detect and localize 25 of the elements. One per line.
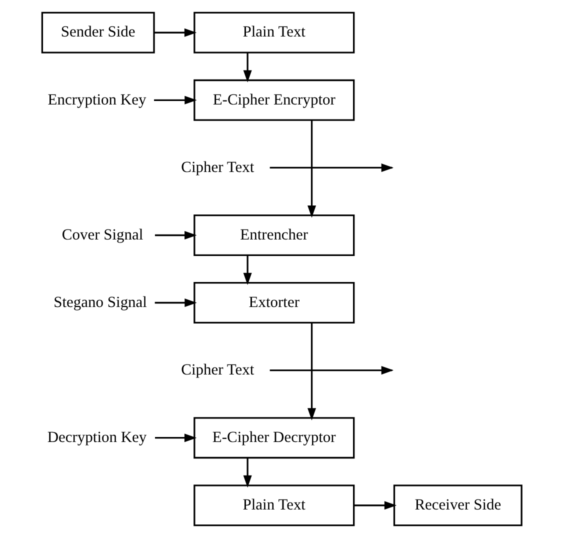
- node-text: Encryption Key: [48, 91, 146, 108]
- arrow: [154, 230, 197, 240]
- node-box: Plain Text: [194, 12, 355, 54]
- node-box: E-Cipher Decryptor: [194, 417, 355, 459]
- node-text: Decryption Key: [47, 428, 147, 446]
- arrow: [308, 322, 316, 420]
- arrow: [154, 96, 197, 104]
- node-box: Extorter: [194, 282, 355, 324]
- arrow: [354, 501, 397, 510]
- node-box: E-Cipher Encryptor: [194, 79, 355, 121]
- node-box: Receiver Side: [393, 484, 522, 526]
- node-text: Cover Signal: [62, 226, 144, 244]
- arrow: [243, 458, 252, 488]
- node-box: Sender Side: [41, 12, 155, 54]
- arrow: [243, 52, 252, 82]
- arrow: [155, 434, 197, 442]
- node-box: Plain Text: [194, 484, 355, 526]
- node-text: Cipher Text: [181, 158, 254, 176]
- arrow: [308, 120, 316, 218]
- arrow: [154, 298, 197, 308]
- node-box: Entrencher: [194, 214, 355, 256]
- node-text: Cipher Text: [181, 361, 254, 378]
- node-text: Stegano Signal: [54, 294, 147, 311]
- arrow: [154, 28, 197, 37]
- arrow: [243, 256, 252, 286]
